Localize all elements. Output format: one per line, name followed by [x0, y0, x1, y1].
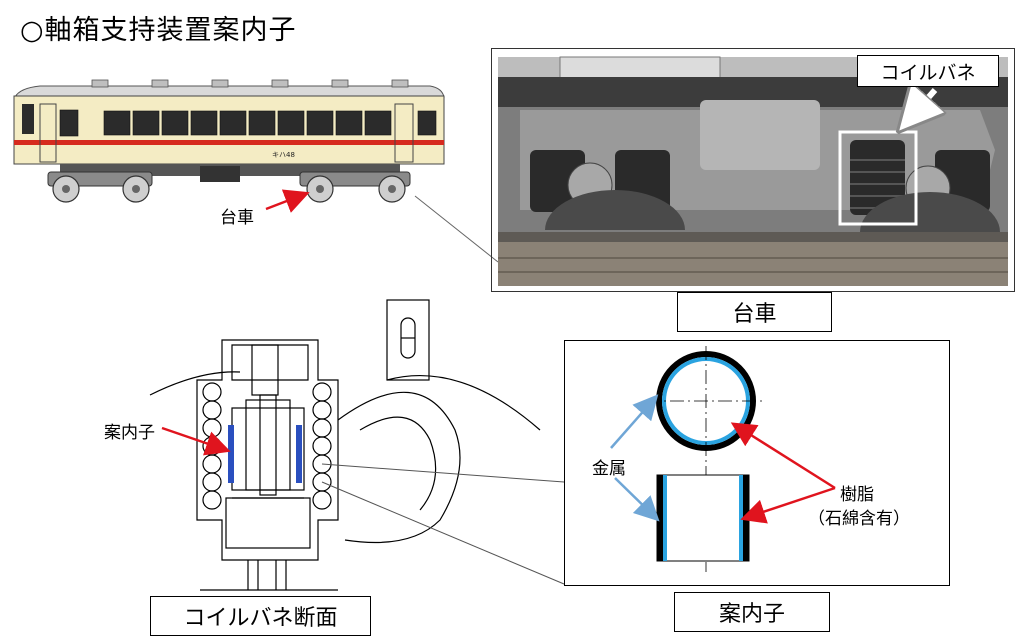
bogie-box-label: 台車	[677, 292, 832, 332]
coil-spring-section	[149, 299, 541, 591]
bogie-arrow-label: 台車	[220, 208, 254, 228]
guide-detail-frame	[564, 340, 950, 586]
photo-connector-line	[414, 195, 499, 263]
railcar-illustration	[13, 79, 445, 203]
section-resin-left	[228, 425, 234, 483]
photo-frame	[491, 48, 1015, 292]
detail-connector-top	[321, 463, 565, 483]
bogie-arrow-icon	[265, 189, 310, 213]
guide-box-label: 案内子	[674, 592, 830, 632]
metal-arrow-bottom-icon	[614, 477, 660, 522]
coil-arrow-icon	[905, 90, 935, 124]
metal-arrow-top-icon	[610, 394, 659, 449]
metal-label: 金属	[592, 459, 626, 479]
resin-arrow-top-icon	[730, 422, 836, 490]
guide-section-label: 案内子	[104, 423, 155, 443]
resin-arrow-bottom-icon	[740, 486, 836, 524]
guide-arrow-icon	[161, 426, 231, 456]
page-title: ○軸箱支持装置案内子	[20, 15, 297, 46]
coil-spring-label: コイルバネ	[857, 55, 999, 87]
bogie-photo	[498, 56, 1008, 286]
resin-label: 樹脂	[840, 485, 874, 505]
car-number: キハ48	[272, 151, 295, 159]
detail-connector-bottom	[321, 481, 565, 585]
resin-note-label: （石綿含有）	[808, 509, 910, 529]
section-resin-right	[296, 425, 302, 483]
coil-section-box-label: コイルバネ断面	[150, 596, 371, 636]
